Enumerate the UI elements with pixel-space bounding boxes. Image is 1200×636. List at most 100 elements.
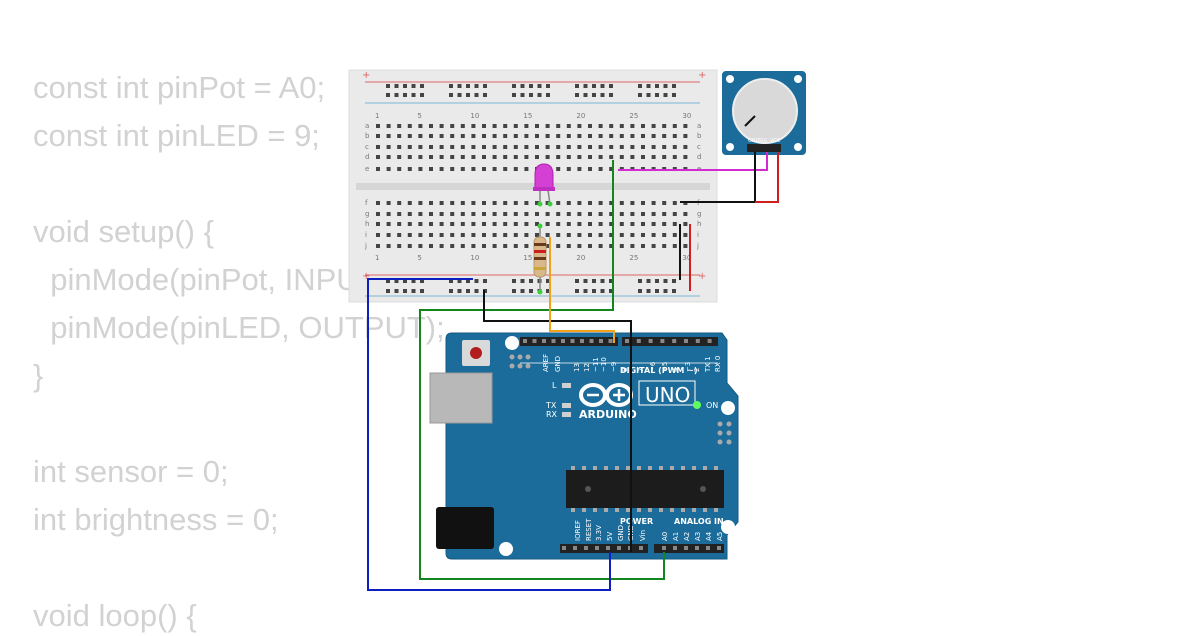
breadboard-hole[interactable] bbox=[397, 212, 402, 216]
breadboard-hole[interactable] bbox=[619, 124, 624, 128]
breadboard-hole[interactable] bbox=[588, 145, 592, 149]
breadboard-hole[interactable] bbox=[450, 167, 455, 171]
rail-hole[interactable] bbox=[537, 93, 542, 97]
breadboard-hole[interactable] bbox=[439, 124, 444, 128]
rail-hole[interactable] bbox=[575, 93, 579, 97]
breadboard-hole[interactable] bbox=[545, 155, 550, 159]
rail-hole[interactable] bbox=[583, 84, 588, 88]
rail-hole[interactable] bbox=[609, 289, 613, 293]
breadboard-hole[interactable] bbox=[482, 134, 486, 138]
rail-hole[interactable] bbox=[483, 279, 487, 283]
breadboard-hole[interactable] bbox=[418, 233, 423, 237]
breadboard-hole[interactable] bbox=[672, 145, 677, 149]
rail-hole[interactable] bbox=[592, 93, 596, 97]
breadboard-hole[interactable] bbox=[683, 222, 688, 226]
breadboard-hole[interactable] bbox=[524, 145, 529, 149]
breadboard-hole[interactable] bbox=[641, 124, 645, 128]
rail-hole[interactable] bbox=[512, 289, 516, 293]
rail-hole[interactable] bbox=[411, 279, 416, 283]
breadboard-hole[interactable] bbox=[641, 222, 645, 226]
rail-hole[interactable] bbox=[672, 93, 676, 97]
breadboard-hole[interactable] bbox=[609, 124, 614, 128]
rail-hole[interactable] bbox=[394, 279, 399, 283]
breadboard-hole[interactable] bbox=[556, 244, 561, 248]
breadboard-hole[interactable] bbox=[386, 233, 391, 237]
breadboard-hole[interactable] bbox=[556, 233, 561, 237]
breadboard-hole[interactable] bbox=[482, 167, 486, 171]
breadboard-hole[interactable] bbox=[386, 167, 391, 171]
breadboard-hole[interactable] bbox=[566, 155, 571, 159]
breadboard-hole[interactable] bbox=[397, 145, 402, 149]
breadboard-hole[interactable] bbox=[386, 212, 391, 216]
breadboard-hole[interactable] bbox=[609, 244, 614, 248]
breadboard-hole[interactable] bbox=[407, 124, 412, 128]
potentiometer-knob[interactable] bbox=[732, 78, 798, 144]
breadboard-hole[interactable] bbox=[598, 233, 603, 237]
breadboard-hole[interactable] bbox=[651, 155, 656, 159]
breadboard-hole[interactable] bbox=[641, 244, 645, 248]
breadboard-hole[interactable] bbox=[492, 134, 497, 138]
breadboard-hole[interactable] bbox=[386, 124, 391, 128]
header-pin[interactable] bbox=[573, 546, 577, 550]
breadboard-hole[interactable] bbox=[460, 124, 465, 128]
rail-hole[interactable] bbox=[483, 84, 487, 88]
rail-hole[interactable] bbox=[394, 289, 399, 293]
rail-hole[interactable] bbox=[403, 84, 407, 88]
breadboard-hole[interactable] bbox=[598, 244, 603, 248]
breadboard-hole[interactable] bbox=[418, 155, 423, 159]
breadboard-hole[interactable] bbox=[376, 212, 380, 216]
breadboard-hole[interactable] bbox=[683, 233, 688, 237]
breadboard-hole[interactable] bbox=[503, 124, 508, 128]
breadboard-hole[interactable] bbox=[662, 145, 667, 149]
breadboard-hole[interactable] bbox=[513, 222, 518, 226]
rail-hole[interactable] bbox=[474, 84, 479, 88]
breadboard-hole[interactable] bbox=[641, 212, 645, 216]
breadboard-hole[interactable] bbox=[503, 212, 508, 216]
breadboard-hole[interactable] bbox=[545, 244, 550, 248]
rail-hole[interactable] bbox=[655, 279, 659, 283]
wire-magenta-sig[interactable] bbox=[618, 152, 768, 171]
breadboard-hole[interactable] bbox=[429, 167, 433, 171]
breadboard-hole[interactable] bbox=[619, 222, 624, 226]
header-pin[interactable] bbox=[599, 339, 603, 343]
breadboard-hole[interactable] bbox=[460, 201, 465, 205]
breadboard-hole[interactable] bbox=[407, 244, 412, 248]
breadboard-hole[interactable] bbox=[577, 222, 582, 226]
breadboard-hole[interactable] bbox=[651, 233, 656, 237]
breadboard-hole[interactable] bbox=[630, 233, 635, 237]
rail-hole[interactable] bbox=[638, 84, 642, 88]
breadboard-hole[interactable] bbox=[407, 222, 412, 226]
breadboard-hole[interactable] bbox=[566, 167, 571, 171]
breadboard-hole[interactable] bbox=[460, 134, 465, 138]
resistor[interactable] bbox=[533, 223, 547, 295]
header-pin[interactable] bbox=[684, 339, 688, 343]
breadboard-hole[interactable] bbox=[683, 124, 688, 128]
header-pin[interactable] bbox=[570, 339, 575, 343]
breadboard-hole[interactable] bbox=[630, 134, 635, 138]
breadboard-hole[interactable] bbox=[492, 222, 497, 226]
breadboard-hole[interactable] bbox=[524, 201, 529, 205]
breadboard-hole[interactable] bbox=[503, 201, 508, 205]
breadboard-hole[interactable] bbox=[683, 134, 688, 138]
breadboard-hole[interactable] bbox=[662, 124, 667, 128]
breadboard-hole[interactable] bbox=[588, 124, 592, 128]
breadboard-hole[interactable] bbox=[619, 145, 624, 149]
breadboard-hole[interactable] bbox=[492, 212, 497, 216]
breadboard-hole[interactable] bbox=[513, 201, 518, 205]
breadboard-hole[interactable] bbox=[460, 233, 465, 237]
header-pin[interactable] bbox=[608, 339, 613, 343]
breadboard-hole[interactable] bbox=[439, 212, 444, 216]
rail-hole[interactable] bbox=[457, 84, 462, 88]
breadboard-hole[interactable] bbox=[439, 222, 444, 226]
rail-hole[interactable] bbox=[546, 279, 550, 283]
breadboard-hole[interactable] bbox=[577, 212, 582, 216]
rail-hole[interactable] bbox=[449, 289, 453, 293]
breadboard-hole[interactable] bbox=[566, 244, 571, 248]
breadboard-hole[interactable] bbox=[662, 134, 667, 138]
breadboard-hole[interactable] bbox=[471, 124, 476, 128]
rail-hole[interactable] bbox=[529, 289, 533, 293]
breadboard-hole[interactable] bbox=[535, 212, 539, 216]
breadboard-hole[interactable] bbox=[588, 167, 592, 171]
breadboard-hole[interactable] bbox=[609, 167, 614, 171]
breadboard-hole[interactable] bbox=[376, 233, 380, 237]
